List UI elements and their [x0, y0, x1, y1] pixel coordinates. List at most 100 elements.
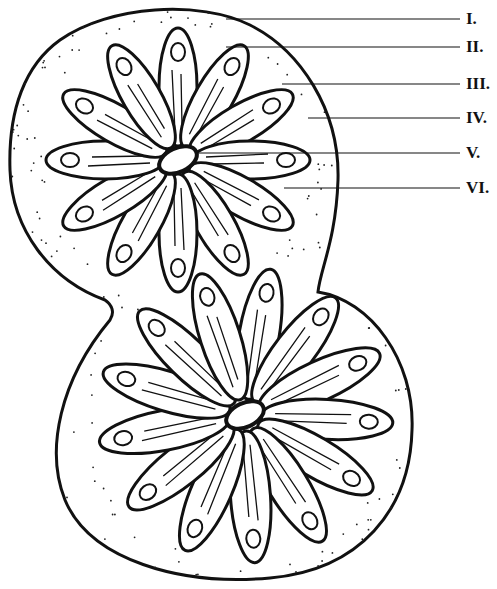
stipple-dot: [195, 574, 197, 576]
stipple-dot: [36, 211, 38, 213]
stipple-dot: [42, 62, 44, 64]
nucleus: [299, 509, 320, 532]
stipple-dot: [323, 164, 325, 166]
central-body: [222, 396, 268, 435]
nucleus: [171, 43, 185, 61]
stipple-dot: [91, 394, 93, 396]
callout-number: II.: [466, 38, 483, 55]
stipple-dot: [87, 263, 89, 265]
stipple-dot: [43, 60, 45, 62]
stipple-dot: [276, 252, 278, 254]
stipple-dot: [91, 23, 93, 25]
stipple-dot: [318, 169, 320, 171]
nucleus: [113, 55, 134, 78]
stipple-dot: [321, 560, 323, 562]
stipple-dot: [240, 570, 242, 572]
stipple-dot: [121, 307, 123, 309]
leader-line: [282, 83, 460, 84]
central-body: [155, 141, 201, 180]
nucleus: [310, 305, 332, 328]
stipple-dot: [267, 57, 269, 59]
stipple-dot: [45, 242, 47, 244]
stipple-dot: [289, 564, 291, 566]
stipple-dot: [331, 165, 333, 167]
stipple-dot: [27, 110, 29, 112]
nucleus: [277, 153, 295, 167]
stipple-dot: [368, 327, 370, 329]
stipple-dot: [308, 195, 310, 197]
stipple-dot: [39, 218, 41, 220]
cell-body: [181, 268, 259, 406]
nucleus: [359, 414, 378, 429]
stipple-dot: [368, 529, 370, 531]
stipple-dot: [83, 27, 85, 29]
leader-line: [308, 117, 460, 118]
stipple-dot: [56, 250, 58, 252]
stipple-dot: [16, 125, 18, 127]
stipple-dot: [103, 296, 105, 298]
fibril: [88, 156, 150, 166]
stipple-dot: [178, 561, 180, 563]
stipple-dot: [291, 248, 293, 250]
stipple-dot: [289, 239, 291, 241]
stipple-dot: [30, 170, 32, 172]
stipple-dot: [370, 519, 372, 521]
stipple-dot: [44, 181, 46, 183]
leader-line: [196, 152, 460, 153]
stipple-dot: [12, 131, 14, 133]
stipple-dot: [356, 524, 358, 526]
stipple-dot: [51, 256, 53, 258]
stipple-dot: [59, 56, 61, 58]
nucleus: [113, 430, 133, 447]
stipple-dot: [94, 480, 96, 482]
stipple-dot: [134, 536, 136, 538]
stipple-dot: [301, 94, 303, 96]
stipple-dot: [104, 538, 106, 540]
stipple-dot: [71, 49, 73, 51]
callout-number: I.: [466, 10, 477, 27]
stipple-dot: [78, 49, 80, 51]
stipple-dot: [317, 565, 319, 567]
stipple-dot: [161, 21, 163, 23]
nucleus: [145, 317, 168, 340]
callout-number: VI.: [466, 179, 489, 196]
nucleus: [73, 95, 96, 116]
stipple-dot: [167, 11, 169, 13]
nucleus: [258, 283, 275, 303]
stipple-dot: [73, 247, 75, 249]
stipple-dot: [94, 352, 96, 354]
leader-lines: [196, 19, 460, 188]
callout-number: V.: [466, 144, 480, 161]
stipple-dot: [13, 148, 15, 150]
stipple-dot: [119, 28, 121, 30]
stipple-dot: [286, 74, 288, 76]
stipple-dot: [114, 514, 116, 516]
nucleus: [246, 529, 261, 548]
stipple-dot: [210, 26, 212, 28]
stipple-dot: [207, 12, 209, 14]
stipple-dot: [91, 422, 93, 424]
stipple-dot: [385, 345, 387, 347]
stipple-dot: [33, 162, 35, 164]
leader-line: [226, 18, 460, 19]
stipple-dot: [72, 35, 74, 37]
colony: [96, 266, 394, 564]
stipple-dot: [368, 327, 370, 329]
stipple-dot: [13, 129, 15, 131]
stipple-dot: [367, 519, 369, 521]
stipple-dot: [319, 247, 321, 249]
cell-outline: [10, 9, 412, 579]
stipple-dot: [405, 388, 407, 390]
stipple-dot: [23, 104, 25, 106]
fibril: [140, 417, 217, 441]
nucleus: [61, 153, 79, 167]
stipple-dot: [398, 389, 400, 391]
stipple-dot: [100, 340, 102, 342]
fibril: [174, 188, 184, 250]
nucleus: [260, 95, 283, 116]
stipple-dot: [41, 179, 43, 181]
nucleus: [221, 55, 242, 78]
fibril: [243, 445, 258, 521]
stipple-dot: [44, 67, 46, 69]
